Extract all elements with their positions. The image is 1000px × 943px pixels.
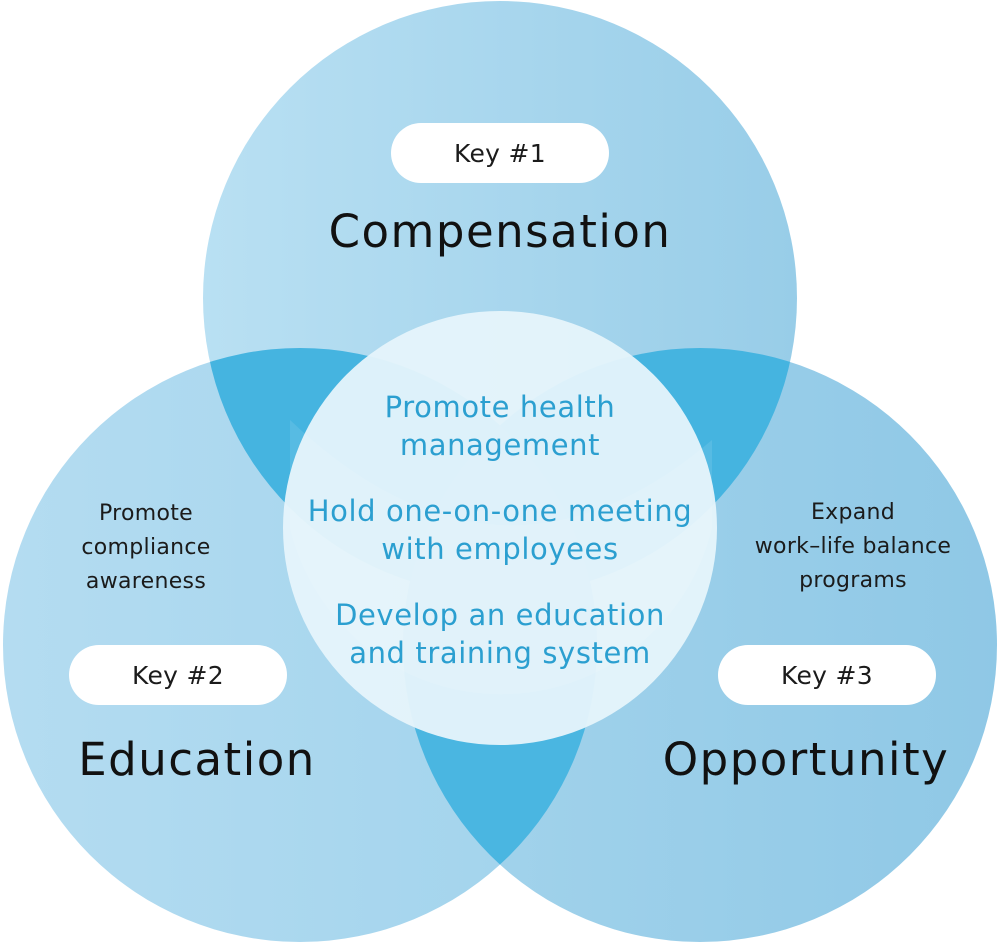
center-circle-highlight [290, 420, 712, 695]
center-circle [283, 311, 717, 745]
